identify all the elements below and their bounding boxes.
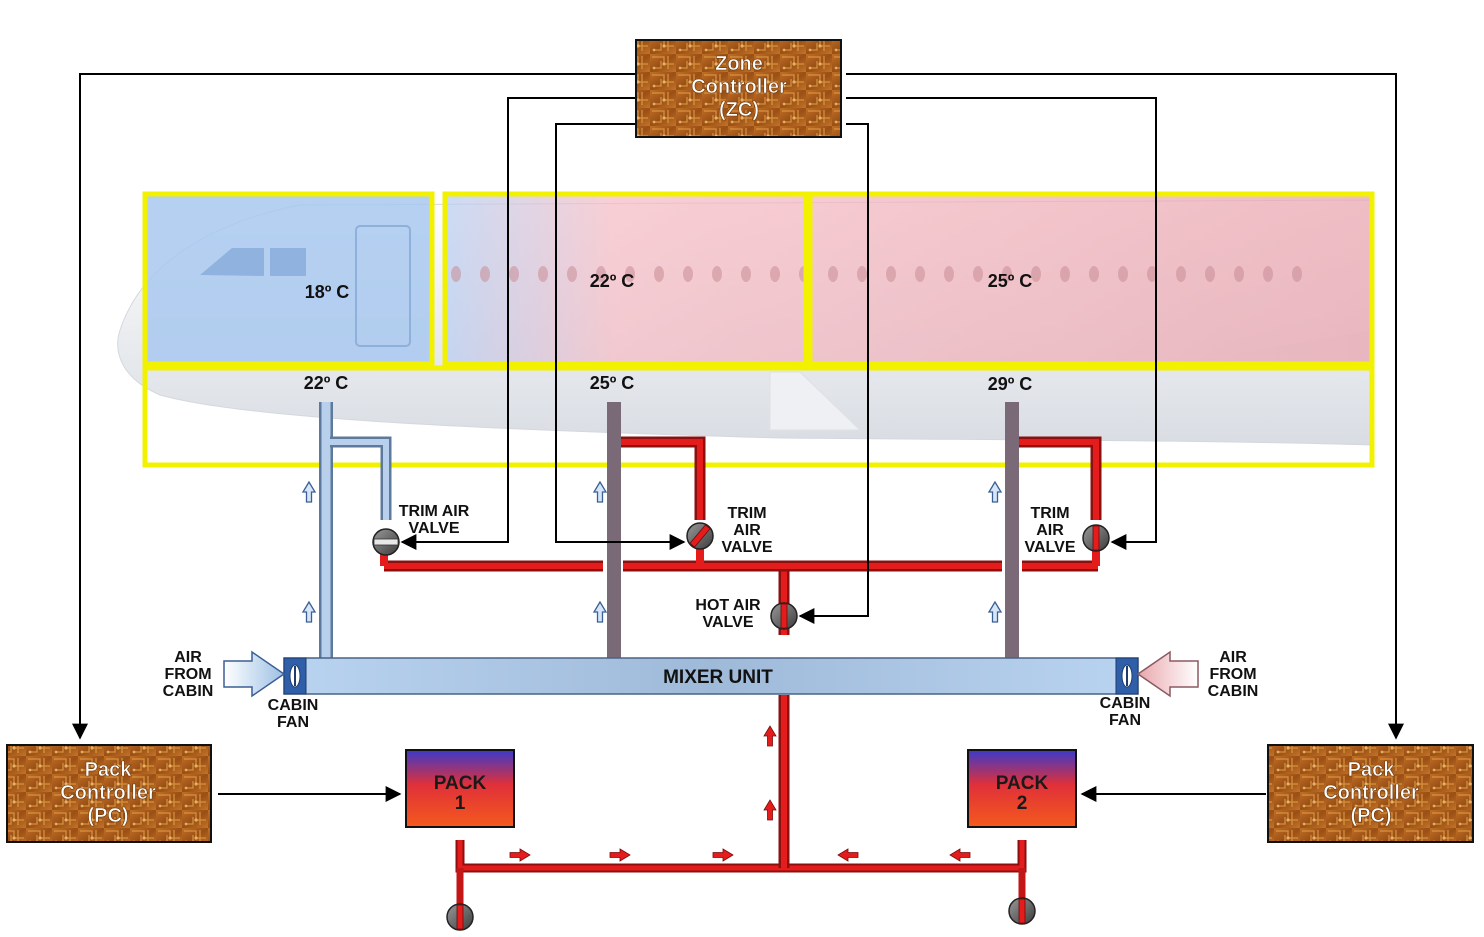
air-from-cabin-left-line1: AIR — [174, 649, 202, 666]
cabin-window — [944, 266, 954, 282]
cabin-window — [1002, 266, 1012, 282]
cabin-window — [1147, 266, 1157, 282]
air-from-cabin-right-line1: AIR — [1219, 649, 1247, 666]
cabin-fan-right-label-line1: CABIN — [1100, 695, 1151, 712]
trim-air-valve-1-label-line1: TRIM AIR — [399, 503, 470, 520]
cabin-window — [683, 266, 693, 282]
trim-air-valve-1 — [372, 528, 400, 556]
pack-2 — [967, 749, 1077, 828]
hot-air-flow-arrows — [509, 725, 971, 862]
pack-controller-left: Pack Controller (PC) — [6, 744, 212, 843]
hot-air-valve-label-line1: HOT AIR — [695, 597, 761, 614]
pack-2-valve — [1008, 897, 1036, 925]
zone-border-lower — [142, 365, 1375, 468]
cabin-zone — [446, 196, 1371, 362]
air-from-cabin-right-arrow — [1136, 650, 1199, 698]
cabin-window — [625, 266, 635, 282]
cabin-window — [770, 266, 780, 282]
cockpit-zone-temp: 18º C — [305, 282, 350, 302]
trim-air-valve-3-label-line2: AIR — [1036, 522, 1064, 539]
trim-air-valve-3-label-line3: VALVE — [1025, 539, 1076, 556]
cabin-window — [857, 266, 867, 282]
fwd-cabin-duct-temp: 25º C — [590, 373, 635, 393]
trim-air-valve-1-label-line2: VALVE — [409, 520, 460, 537]
cabin-window — [886, 266, 896, 282]
trim-air-valve-3 — [1082, 524, 1110, 552]
cabin-window — [1263, 266, 1273, 282]
cabin-window — [538, 266, 548, 282]
aft-cabin-zone-temp: 25º C — [988, 271, 1033, 291]
pack-controller-right-line1: Pack — [1348, 759, 1396, 781]
cabin-window — [1031, 266, 1041, 282]
zone-controller-line1: Zone — [715, 53, 763, 75]
cockpit-zone — [147, 196, 431, 362]
cockpit-duct-temp: 22º C — [304, 373, 349, 393]
zone-controller-line2: Controller — [691, 76, 787, 98]
cabin-window — [1205, 266, 1215, 282]
cabin-window — [1292, 266, 1302, 282]
pack-2-label-line2: 2 — [1017, 793, 1028, 814]
cabin-windows — [451, 266, 1302, 282]
pack-1 — [405, 749, 515, 828]
pack-controller-left-line1: Pack — [85, 759, 133, 781]
cabin-fan-right-label-line2: FAN — [1109, 712, 1141, 729]
cabin-window — [1176, 266, 1186, 282]
pack-controller-left-line3: (PC) — [87, 805, 128, 827]
hot-air-pipes — [380, 436, 1102, 910]
trim-air-valve-2-label-line2: AIR — [733, 522, 761, 539]
air-from-cabin-left-arrow — [223, 650, 286, 698]
cabin-window — [712, 266, 722, 282]
pack-1-label-line1: PACK — [434, 773, 487, 794]
cabin-window — [1060, 266, 1070, 282]
pack-controller-right: Pack Controller (PC) — [1267, 744, 1474, 843]
hot-air-valve-label-line2: VALVE — [703, 614, 754, 631]
cabin-fan-left — [283, 657, 307, 695]
cabin-window — [480, 266, 490, 282]
cabin-window — [567, 266, 577, 282]
trim-air-valve-3-label-line1: TRIM — [1030, 505, 1069, 522]
air-from-cabin-right-line2: FROM — [1209, 666, 1256, 683]
pack-controller-left-line2: Controller — [60, 782, 156, 804]
cabin-window — [509, 266, 519, 282]
air-from-cabin-right-line3: CABIN — [1208, 683, 1259, 700]
cabin-window — [451, 266, 461, 282]
pack-1-label-line2: 1 — [455, 793, 466, 814]
cabin-window — [1234, 266, 1244, 282]
duct-flow-arrows — [301, 480, 1003, 623]
pack-2-label-line1: PACK — [996, 773, 1049, 794]
mixer-unit-label: MIXER UNIT — [663, 667, 773, 688]
control-signal-lines — [72, 73, 1404, 802]
cabin-window — [915, 266, 925, 282]
pack-controller-right-line3: (PC) — [1350, 805, 1391, 827]
trim-air-valve-2-label-line1: TRIM — [727, 505, 766, 522]
cabin-window — [1089, 266, 1099, 282]
zone-controller: Zone Controller (ZC) — [635, 39, 842, 138]
zone-border-fwd-cabin — [442, 191, 809, 367]
trim-air-valve-2 — [686, 522, 714, 550]
cockpit-windows — [200, 225, 411, 347]
aft-cabin-duct-temp: 29º C — [988, 374, 1033, 394]
air-from-cabin-left-line3: CABIN — [163, 683, 214, 700]
cold-air-ducts — [319, 402, 1027, 750]
cabin-window — [1118, 266, 1128, 282]
zone-controller-line3: (ZC) — [719, 99, 759, 121]
trim-air-valve-2-label-line3: VALVE — [722, 539, 773, 556]
cabin-window — [973, 266, 983, 282]
zone-border-cockpit — [142, 191, 435, 367]
cabin-window — [596, 266, 606, 282]
mixer-unit — [283, 657, 1139, 695]
cabin-window — [654, 266, 664, 282]
pack-controller-right-line2: Controller — [1323, 782, 1419, 804]
pack-1-valve — [446, 903, 474, 931]
cabin-fan-right — [1115, 657, 1139, 695]
hot-air-valve — [770, 602, 798, 630]
cabin-fan-left-label-line1: CABIN — [268, 697, 319, 714]
air-from-cabin-left-line2: FROM — [164, 666, 211, 683]
cabin-window — [741, 266, 751, 282]
cabin-fan-left-label-line2: FAN — [277, 714, 309, 731]
cabin-window — [828, 266, 838, 282]
zone-border-aft-cabin — [807, 191, 1375, 367]
fwd-cabin-zone-temp: 22º C — [590, 271, 635, 291]
